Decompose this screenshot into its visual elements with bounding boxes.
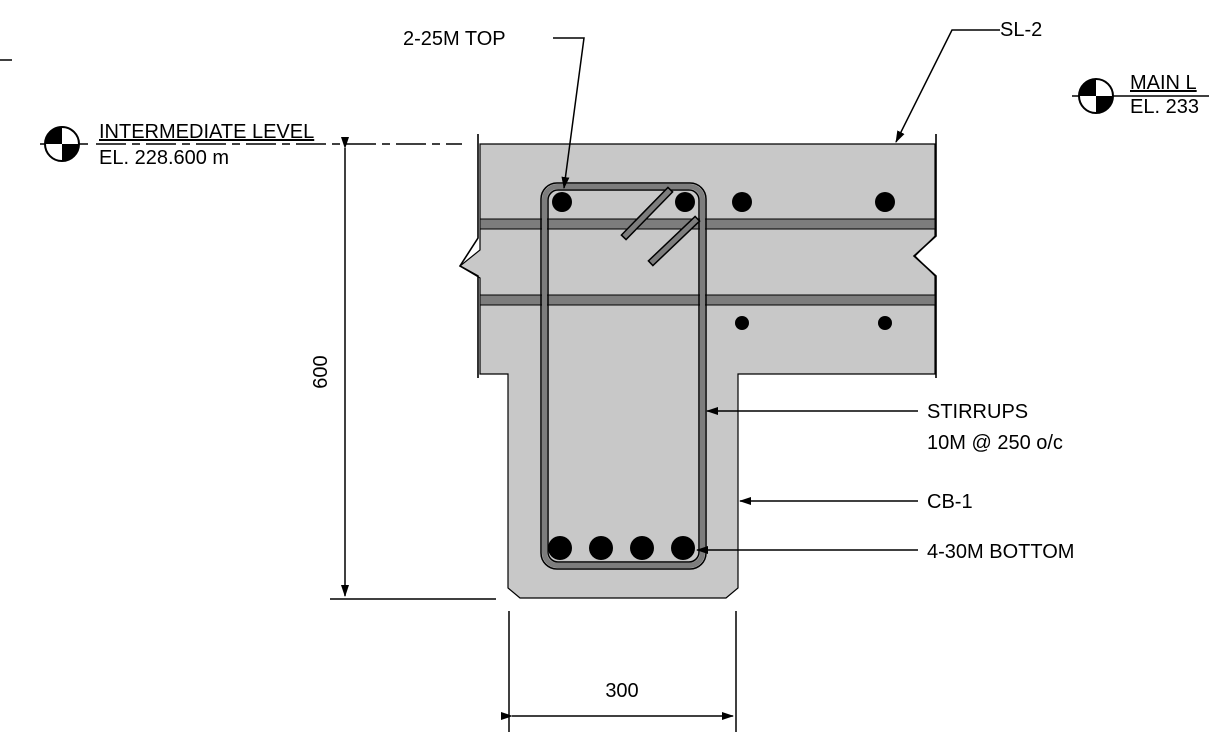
bottom-rebar-dot [589, 536, 613, 560]
stirrup-outer [540, 182, 707, 570]
slab-break-line-right [912, 134, 937, 378]
slab-bottom-bar [479, 294, 936, 306]
stirrups-label-line2: 10M @ 250 o/c [927, 432, 1063, 454]
slab-rebar-dot [875, 192, 895, 212]
slab-rebar-dot [732, 192, 752, 212]
bottom-rebar-dot [630, 536, 654, 560]
stirrup-hook-upper-fill [622, 188, 672, 239]
slab-rebar-dot [878, 316, 892, 330]
stirrups-label-line1: STIRRUPS [927, 401, 1028, 423]
stirrup-inner [547, 189, 700, 563]
concrete-slab-and-beam [458, 143, 936, 599]
slab-label: SL-2 [1000, 19, 1042, 41]
intermediate-level-marker [40, 126, 462, 162]
top-rebar-dot [675, 192, 695, 212]
top-rebar-leader [553, 37, 585, 189]
top-rebar-dot [552, 192, 572, 212]
bottom-rebar-dot [671, 536, 695, 560]
slab-break-line-left [458, 134, 479, 378]
depth-dimension-text: 600 [310, 355, 332, 388]
bottom-rebar-label: 4-30M BOTTOM [927, 541, 1074, 563]
main-level-marker [1072, 78, 1209, 114]
main-level-elevation: EL. 233 [1130, 96, 1199, 118]
intermediate-level-elevation: EL. 228.600 m [99, 147, 229, 169]
slab-rebar-dot [735, 316, 749, 330]
top-rebar-label: 2-25M TOP [403, 28, 506, 50]
bottom-rebar-dot [548, 536, 572, 560]
stirrup-bar [542, 184, 705, 568]
intermediate-level-name: INTERMEDIATE LEVEL [99, 121, 314, 143]
stirrup-hook-lower-fill [649, 217, 699, 265]
beam-label: CB-1 [927, 491, 973, 513]
main-level-name: MAIN L [1130, 72, 1197, 94]
slab-top-bar [479, 218, 936, 230]
slab-leader [895, 29, 1000, 143]
width-dimension-text: 300 [605, 680, 638, 702]
